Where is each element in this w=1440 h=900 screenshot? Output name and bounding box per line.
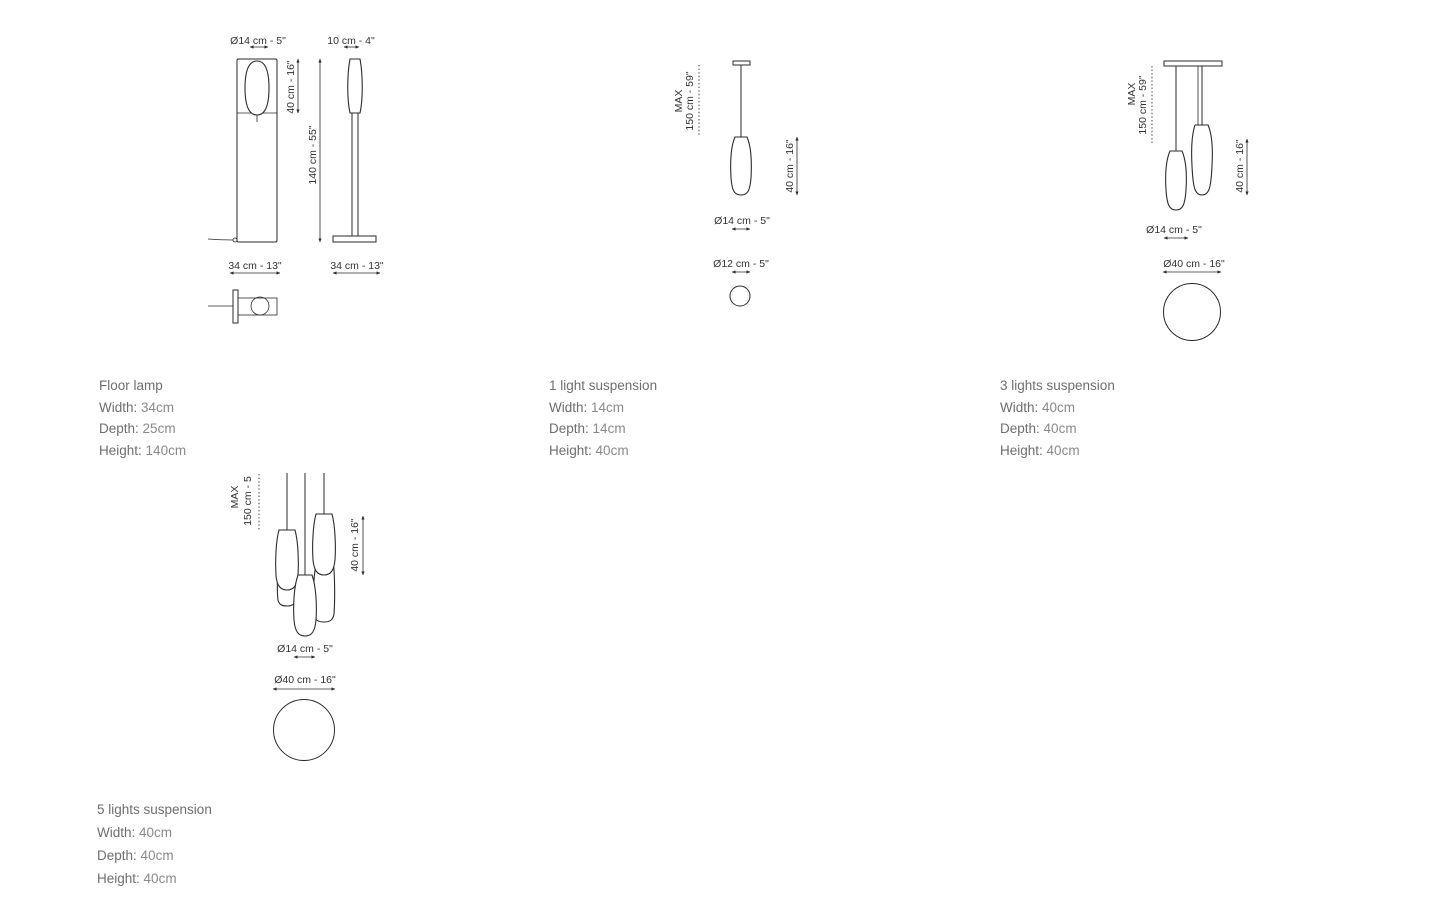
five-lights-dim-shade-height: 40 cm - 16" [349,518,361,572]
product-title: Floor lamp [99,378,163,393]
spec-width: Width: 40cm [97,821,212,844]
floor-lamp-dim-shade-height: 40 cm - 16" [285,60,297,114]
spec-depth: Depth: 25cm [99,418,186,440]
three-lights-dim-diameter: Ø14 cm - 5" [1146,224,1202,236]
product-title: 3 lights suspension [1000,378,1115,393]
spec-depth: Depth: 40cm [1000,418,1115,440]
three-lights-dim-cable: 150 cm - 59" [1137,75,1149,134]
one-light-dim-shade-height: 40 cm - 16" [784,139,796,193]
spec-width: Width: 34cm [99,397,186,419]
three-lights-dim-shade-height: 40 cm - 16" [1234,139,1246,193]
one-light-dim-diameter: Ø14 cm - 5" [714,215,770,227]
spec-value: 14cm [592,421,626,436]
spec-width: Width: 14cm [549,397,657,419]
one-light-dim-canopy: Ø12 cm - 5" [713,258,769,270]
five-lights-specs: 5 lights suspension Width: 40cm Depth: 4… [97,798,212,890]
one-light-dim-cable: 150 cm - 59" [684,71,696,130]
spec-value: 40cm [1046,442,1080,458]
spec-label: Depth: [99,421,139,436]
floor-lamp-dim-diameter: Ø14 cm - 5" [230,35,286,47]
one-light-dim-max: MAX [673,90,685,113]
spec-value: 40cm [595,442,629,458]
spec-label: Height: [1000,442,1043,458]
spec-value: 40cm [139,825,173,840]
spec-label: Height: [549,442,592,458]
product-title: 5 lights suspension [97,802,212,817]
spec-height: Height: 40cm [549,440,657,462]
spec-value: 40cm [1043,421,1077,436]
spec-value: 140cm [145,442,187,458]
five-lights-dim-max: MAX [229,486,241,509]
three-lights-dim-canopy: Ø40 cm - 16" [1163,258,1225,270]
spec-value: 34cm [141,399,175,415]
five-lights-dim-diameter: Ø14 cm - 5" [277,643,333,655]
spec-value: 40cm [140,848,174,863]
spec-label: Width: [97,825,136,840]
spec-label: Width: [99,399,138,415]
product-title: 1 light suspension [549,378,658,393]
five-lights-canopy-plan [273,699,335,761]
spec-label: Depth: [97,848,137,863]
floor-lamp-side-view [332,58,377,243]
floor-lamp-plan-view [208,289,278,324]
floor-lamp-dim-total-height: 140 cm - 55" [307,125,319,184]
three-lights-dim-max: MAX [1126,83,1138,106]
spec-depth: Depth: 14cm [549,418,657,440]
spec-height: Height: 140cm [99,440,186,462]
spec-label: Depth: [1000,421,1040,436]
spec-label: Width: [549,399,588,415]
spec-label: Height: [99,442,142,458]
spec-label: Height: [97,871,140,886]
one-light-specs: 1 light suspension Width: 14cm Depth: 14… [549,375,657,461]
spec-label: Width: [1000,399,1039,415]
spec-width: Width: 40cm [1000,397,1115,419]
spec-depth: Depth: 40cm [97,844,212,867]
spec-value: 25cm [142,421,176,436]
floor-lamp-specs: Floor lamp Width: 34cm Depth: 25cm Heigh… [99,375,186,461]
one-light-drawing: MAX 150 cm - 59" 40 cm - 16" Ø14 cm - 5"… [673,60,799,307]
floor-lamp-dim-width-front: 34 cm - 13" [228,260,282,272]
spec-label: Depth: [549,421,589,436]
three-lights-drawing: MAX 150 cm - 59" 40 cm - 16" Ø14 cm - 5"… [1126,60,1249,341]
spec-height: Height: 40cm [97,867,212,890]
five-lights-drawing: MAX 150 cm - 5 40 cm - 16" Ø14 cm - 5" Ø… [229,473,365,761]
floor-lamp-front-view [207,58,278,243]
floor-lamp-dim-width-side: 34 cm - 13" [330,260,384,272]
spec-height: Height: 40cm [1000,440,1115,462]
floor-lamp-drawing: Ø14 cm - 5" 10 cm - 4" 40 cm - 16" 140 c… [207,35,384,324]
three-lights-canopy-plan [1163,283,1221,341]
five-lights-dim-canopy: Ø40 cm - 16" [274,674,336,686]
one-light-canopy-plan [729,285,751,307]
three-lights-specs: 3 lights suspension Width: 40cm Depth: 4… [1000,375,1115,461]
five-lights-dim-cable: 150 cm - 5 [242,476,254,526]
floor-lamp-dim-depth: 10 cm - 4" [327,35,375,47]
spec-value: 40cm [1042,399,1076,415]
spec-value: 14cm [591,399,625,415]
spec-value: 40cm [143,871,177,886]
